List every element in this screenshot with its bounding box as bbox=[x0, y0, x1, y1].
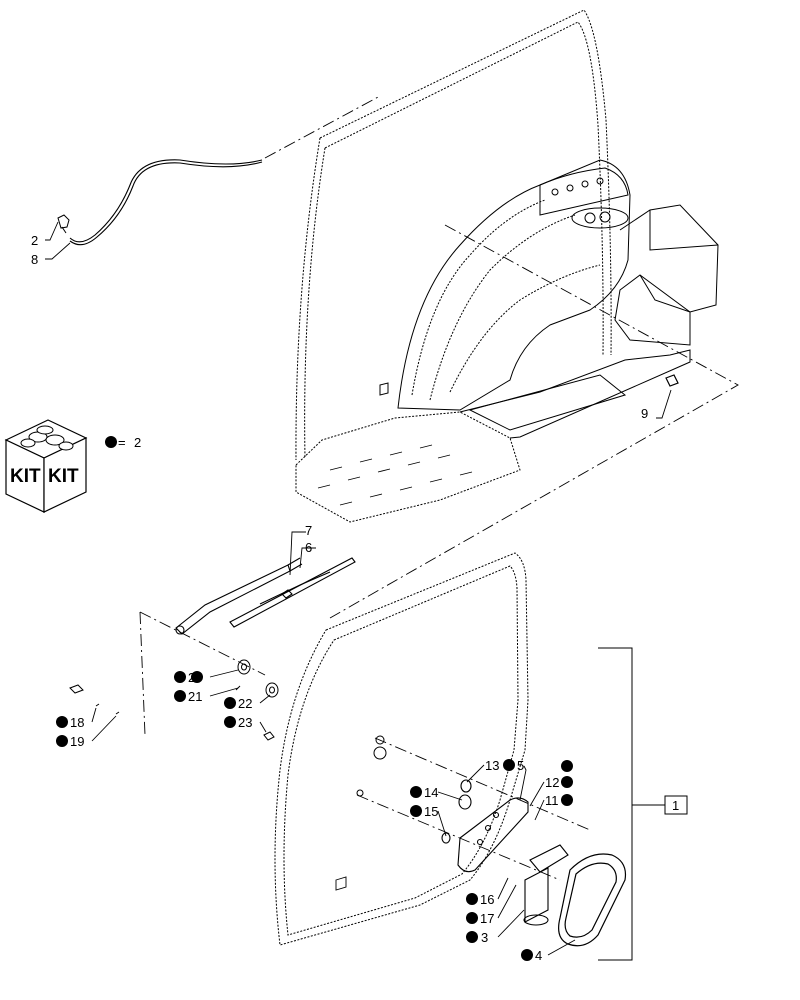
motor-cover bbox=[558, 853, 627, 947]
lower-glass bbox=[274, 552, 529, 946]
washer-hose bbox=[69, 159, 263, 246]
glass-sticker bbox=[335, 876, 347, 891]
kit-dots bbox=[56, 671, 573, 961]
upper-windshield bbox=[295, 9, 612, 461]
callout-11: 11 bbox=[545, 793, 559, 808]
wiper-motor bbox=[523, 844, 569, 926]
washer-nozzle bbox=[57, 214, 70, 234]
floor-slots bbox=[317, 444, 473, 506]
callout-labels: 1 2 3 4 5 6 7 8 9 11 12 13 14 15 16 17 1… bbox=[31, 233, 688, 963]
callout-18: 18 bbox=[70, 715, 84, 730]
legend-equals: = bbox=[118, 435, 126, 450]
callout-19: 19 bbox=[70, 734, 84, 749]
callout-9: 9 bbox=[641, 406, 648, 421]
callout-23: 23 bbox=[238, 715, 252, 730]
callout-14: 14 bbox=[424, 785, 438, 800]
callout-5: 5 bbox=[517, 758, 524, 773]
callout-16: 16 bbox=[480, 892, 494, 907]
callout-6: 6 bbox=[305, 540, 312, 555]
legend-value: 2 bbox=[134, 435, 141, 450]
pivot-hardware bbox=[69, 659, 387, 797]
kit-label-right: KIT bbox=[48, 466, 79, 487]
kit-label-left: KIT bbox=[10, 466, 41, 487]
console-panel bbox=[379, 159, 719, 411]
callout-22: 22 bbox=[238, 696, 252, 711]
cab-floor bbox=[295, 349, 691, 523]
leader-lines bbox=[45, 221, 672, 956]
callout-8: 8 bbox=[31, 252, 38, 267]
callout-12: 12 bbox=[545, 775, 559, 790]
callout-3: 3 bbox=[481, 930, 488, 945]
kit-box-icon: KIT KIT bbox=[4, 419, 88, 513]
assembly-bracket bbox=[598, 647, 665, 961]
callout-13: 13 bbox=[485, 758, 499, 773]
kit-legend: = 2 bbox=[105, 435, 141, 450]
motor-bracket bbox=[441, 779, 529, 873]
callout-20: 20 bbox=[188, 670, 202, 685]
wiper-blade bbox=[229, 557, 356, 628]
callout-17: 17 bbox=[480, 911, 494, 926]
wiper-arm bbox=[175, 557, 303, 635]
callout-21: 21 bbox=[188, 689, 202, 704]
callout-2: 2 bbox=[31, 233, 38, 248]
callout-15: 15 bbox=[424, 804, 438, 819]
alignment-lines bbox=[139, 95, 739, 881]
callout-4: 4 bbox=[535, 948, 542, 963]
callout-1: 1 bbox=[672, 798, 679, 813]
callout-7: 7 bbox=[305, 523, 312, 538]
callout-box-1 bbox=[664, 795, 688, 815]
kit-dot-icon bbox=[105, 436, 117, 448]
